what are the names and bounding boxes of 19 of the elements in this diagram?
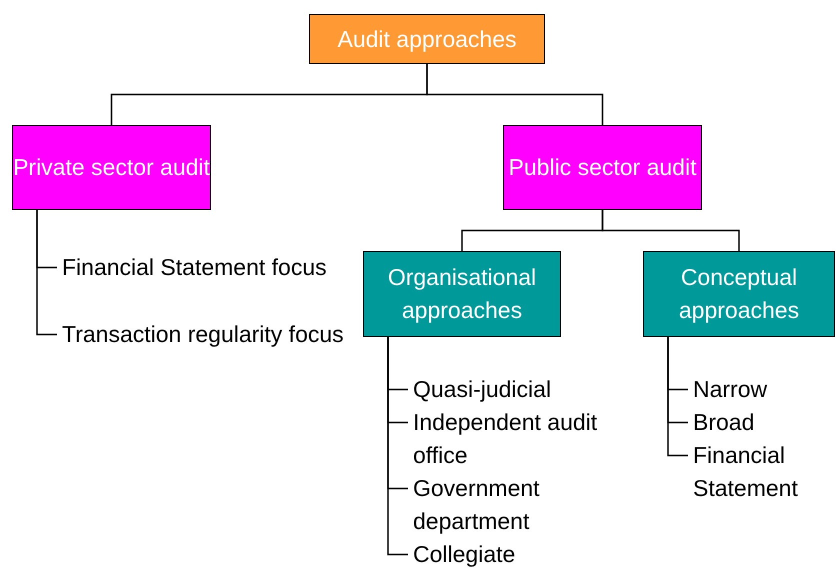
list-item: Financial Statement focus (57, 251, 347, 317)
list-item: Financial Statement (688, 439, 834, 505)
list-item: Government department (408, 472, 648, 538)
sector-box: Public sector audit (503, 125, 702, 210)
list-item: Independent audit office (408, 406, 648, 472)
sector-box: Private sector audit (12, 125, 211, 210)
list-item: Collegiate (408, 538, 648, 571)
connector-line (387, 337, 408, 556)
approach-box: Conceptual approaches (643, 251, 835, 337)
connector-line (36, 210, 57, 336)
connector-line (667, 337, 688, 456)
approach-box: Organisational approaches (363, 251, 561, 337)
root-box: Audit approaches (309, 14, 545, 64)
list-item: Broad (688, 406, 834, 439)
list-item: Narrow (688, 373, 834, 406)
connector-line (426, 64, 604, 125)
list-item: Quasi-judicial (408, 373, 648, 406)
list-item: Transaction regularity focus (57, 318, 347, 384)
connector-line (602, 210, 740, 251)
